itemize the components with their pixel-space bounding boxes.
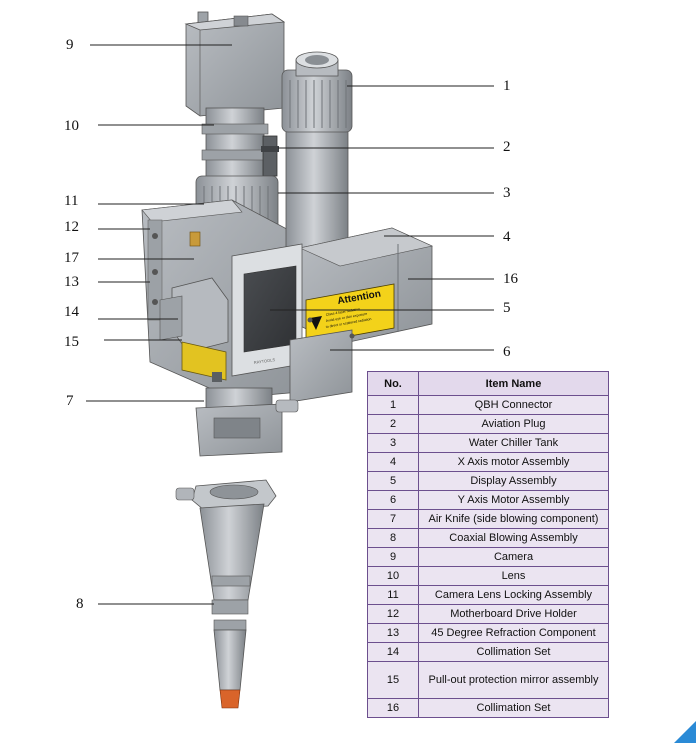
svg-text:RAYTOOLS: RAYTOOLS	[253, 357, 275, 365]
leader-lines	[86, 44, 494, 605]
row-no: 3	[367, 433, 419, 453]
row-item-name: Aviation Plug	[418, 414, 609, 434]
row-no: 2	[367, 414, 419, 434]
callout-12: 12	[64, 219, 79, 235]
row-item-name: Water Chiller Tank	[418, 433, 609, 453]
row-no: 8	[367, 528, 419, 548]
svg-text:to direct or scattered radiati: to direct or scattered radiation	[325, 317, 371, 329]
svg-text:Class 4 laser radiation: Class 4 laser radiation	[325, 307, 360, 317]
callout-3: 3	[503, 185, 511, 201]
callout-7: 7	[66, 393, 74, 409]
aviation-plug-part	[261, 135, 279, 177]
row-no: 5	[367, 471, 419, 491]
svg-text:Avoid eye or skin exposure: Avoid eye or skin exposure	[325, 312, 367, 323]
callout-2: 2	[503, 139, 511, 155]
column-header-item-name: Item Name	[418, 371, 609, 396]
callout-6: 6	[503, 344, 511, 360]
qbh-connector-part	[281, 51, 353, 133]
callout-11: 11	[64, 193, 79, 209]
row-no: 14	[367, 642, 419, 662]
column-header-no: No.	[367, 371, 419, 396]
row-no: 11	[367, 585, 419, 605]
callout-1: 1	[503, 78, 511, 94]
row-item-name: Motherboard Drive Holder	[418, 604, 609, 624]
y-axis-motor-part	[289, 317, 355, 403]
row-item-name: Air Knife (side blowing component)	[418, 509, 609, 529]
row-item-name: Y Axis Motor Assembly	[418, 490, 609, 510]
air-knife-part	[195, 387, 299, 457]
row-item-name: X Axis motor Assembly	[418, 452, 609, 472]
coaxial-nozzle-part	[175, 479, 277, 709]
row-no: 13	[367, 623, 419, 643]
row-no: 15	[367, 661, 419, 699]
row-no: 7	[367, 509, 419, 529]
callout-13: 13	[64, 274, 79, 290]
row-item-name: Camera Lens Locking Assembly	[418, 585, 609, 605]
row-item-name: Collimation Set	[418, 698, 609, 718]
callout-15: 15	[64, 334, 79, 350]
row-no: 6	[367, 490, 419, 510]
row-item-name: Camera	[418, 547, 609, 567]
row-no: 12	[367, 604, 419, 624]
camera-part	[184, 11, 286, 117]
callout-17: 17	[64, 250, 79, 266]
row-no: 16	[367, 698, 419, 718]
callout-14: 14	[64, 304, 79, 320]
page-corner-mark	[674, 721, 696, 743]
row-item-name: 45 Degree Refraction Component	[418, 623, 609, 643]
callout-4: 4	[503, 229, 511, 245]
row-item-name: Lens	[418, 566, 609, 586]
row-item-name: Pull-out protection mirror assembly	[418, 661, 609, 699]
row-no: 1	[367, 395, 419, 415]
row-item-name: Display Assembly	[418, 471, 609, 491]
row-no: 4	[367, 452, 419, 472]
callout-10: 10	[64, 118, 79, 134]
callout-5: 5	[503, 300, 511, 316]
row-item-name: Collimation Set	[418, 642, 609, 662]
row-item-name: Coaxial Blowing Assembly	[418, 528, 609, 548]
callout-8: 8	[76, 596, 84, 612]
callout-16: 16	[503, 271, 518, 287]
attention-label: Attention Class 4 laser radiation Avoid …	[305, 283, 395, 345]
row-no: 9	[367, 547, 419, 567]
table-header-row: No. Item Name	[367, 371, 609, 396]
row-item-name: QBH Connector	[418, 395, 609, 415]
callout-9: 9	[66, 37, 74, 53]
row-no: 10	[367, 566, 419, 586]
